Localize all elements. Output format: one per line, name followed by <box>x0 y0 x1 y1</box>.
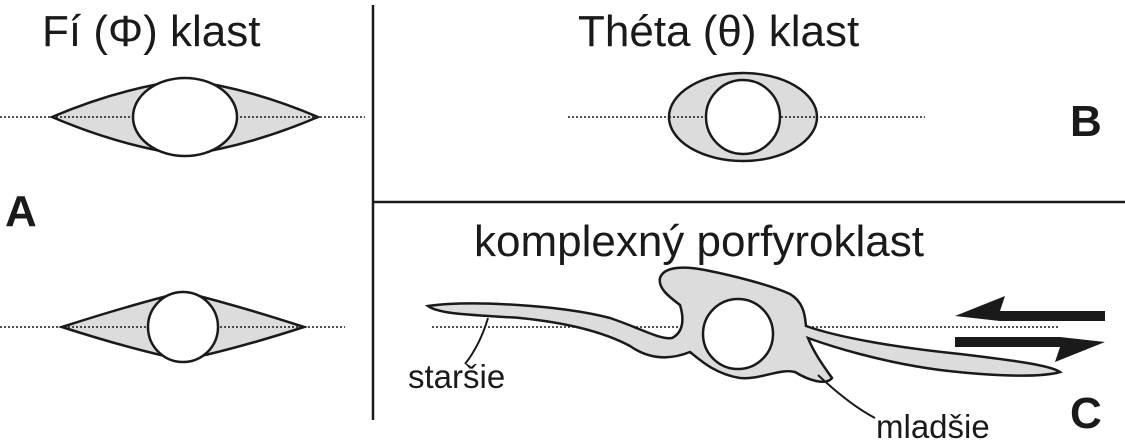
panel-c-title: komplexný porfyroklast <box>474 217 924 266</box>
panel-a-title: Fí (Φ) klast <box>42 7 261 56</box>
panel-c-letter: C <box>1070 389 1102 438</box>
phi-clast-lower-grain <box>146 290 220 364</box>
older-leader-line <box>464 317 489 365</box>
theta-clast <box>568 71 925 163</box>
phi-clast-upper <box>0 76 365 158</box>
panel-b-title: Théta (θ) klast <box>578 7 860 56</box>
shear-sense-arrows <box>955 296 1105 362</box>
complex-porphyroclast <box>424 266 1063 419</box>
younger-leader-line <box>817 374 876 419</box>
theta-clast-grain <box>704 78 782 156</box>
panel-a-letter: A <box>5 187 37 236</box>
panel-b-letter: B <box>1070 97 1102 146</box>
shear-arrow-right-icon <box>955 337 1105 362</box>
shear-arrow-left-icon <box>955 296 1105 321</box>
phi-clast-lower <box>0 290 345 364</box>
complex-porphyroclast-grain <box>701 297 775 371</box>
label-younger: mladšie <box>876 408 990 445</box>
label-older: staršie <box>408 358 506 395</box>
phi-clast-upper-grain <box>131 76 239 158</box>
